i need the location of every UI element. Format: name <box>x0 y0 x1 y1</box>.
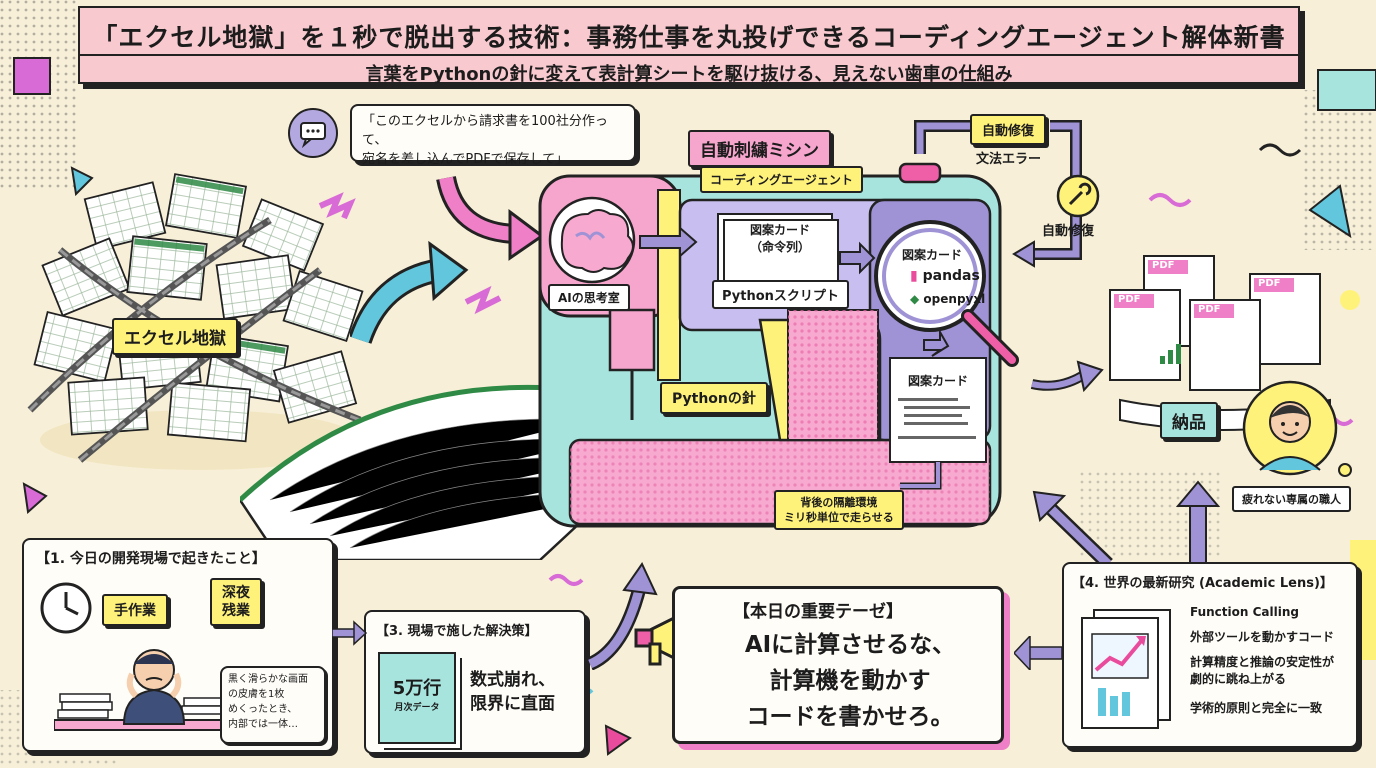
prompt-line-1: 「このエクセルから請求書を100社分作って、 <box>362 114 608 148</box>
late-overtime-line-1: 深夜 <box>222 585 250 601</box>
repair-label: 自動修復 <box>1042 224 1095 239</box>
craftsman-label: 疲れない専属の職人 <box>1232 486 1351 512</box>
prompt-bubble: 「このエクセルから請求書を100社分作って、 宛名を差し込んでPDFで保存して」 <box>350 104 636 167</box>
arrow-prompt-to-machine <box>436 175 545 261</box>
thesis-line-1: AIに計算させるな、 <box>744 632 956 658</box>
pandas-logo: ▮ pandas <box>910 268 980 284</box>
thesis-line-2: 計算機を動かす <box>769 668 931 694</box>
repair-loop <box>914 120 1100 268</box>
avatar <box>1242 380 1338 476</box>
data-stack: 5万行 月次データ <box>378 652 456 744</box>
section-4-heading: 【4. 世界の最新研究 (Academic Lens)】 <box>1072 576 1333 591</box>
bubble-line-4: 内部では一体… <box>228 719 298 730</box>
section-1-panel: 【1. 今日の開発現場で起きたこと】 手作業 深夜 残業 黒く滑らかな画面 の皮… <box>22 538 334 752</box>
repair-tag: 自動修復 <box>970 114 1047 145</box>
section-3-panel: 【3. 現場で施した解決策】 5万行 月次データ 数式崩れ、 限界に直面 <box>364 610 586 754</box>
problem-line-2: 限界に直面 <box>470 694 555 714</box>
pdf-badge-4: PDF <box>1198 304 1221 315</box>
sandbox-line-1: 背後の隔離環境 <box>800 496 878 509</box>
research-item-3-line-2: 劇的に跳ね上がる <box>1190 672 1287 686</box>
machine-title: 自動刺繍ミシン <box>688 130 831 167</box>
thesis-heading: 【本日の重要テーゼ】 <box>733 602 903 622</box>
bubble-line-3: めくったとき、 <box>228 704 298 715</box>
research-item-1: Function Calling <box>1190 605 1299 619</box>
pandas-label: pandas <box>922 268 980 284</box>
command-card-title: 図案カード <box>749 223 810 237</box>
command-card: 図案カード （命令列） <box>724 222 836 256</box>
research-item-3-line-1: 計算精度と推論の安定性が <box>1190 655 1335 669</box>
arrow-research-diag <box>1032 490 1113 570</box>
bubble-line-2: の皮膚を1枚 <box>228 689 285 700</box>
python-needle-label: Pythonの針 <box>660 382 768 414</box>
pdf-badge-3: PDF <box>1118 294 1141 305</box>
title-banner: 「エクセル地獄」を１秒で脱出する技術：事務仕事を丸投げできるコーディングエージェ… <box>78 6 1300 85</box>
section-1-heading: 【1. 今日の開発現場で起きたこと】 <box>36 551 266 567</box>
openpyxl-icon: ◆ <box>910 292 920 306</box>
prompt-line-2: 宛名を差し込んでPDFで保存して」 <box>362 152 569 167</box>
python-script-label: Pythonスクリプト <box>712 280 849 309</box>
syntax-error-label: 文法エラー <box>976 152 1042 167</box>
arrow-section1-to-3 <box>332 620 368 646</box>
command-card-subtitle: （命令列） <box>749 240 810 254</box>
pdf-badge-1: PDF <box>1152 260 1175 271</box>
arrow-hell-to-machine <box>350 240 469 345</box>
rows-caption: 月次データ <box>394 703 440 713</box>
sandbox-line-2: ミリ秒単位で走らせる <box>784 511 894 524</box>
problem-text: 数式崩れ、 限界に直面 <box>470 668 555 716</box>
research-chart-icon <box>1081 609 1171 729</box>
bubble-line-1: 黒く滑らかな画面 <box>228 674 308 685</box>
late-overtime-line-2: 残業 <box>222 603 250 619</box>
page-title: 「エクセル地獄」を１秒で脱出する技術：事務仕事を丸投げできるコーディングエージェ… <box>92 23 1286 52</box>
research-list: Function Calling 外部ツールを動かすコード 計算精度と推論の安定… <box>1190 604 1334 717</box>
research-item-2: 外部ツールを動かすコード <box>1190 630 1335 644</box>
problem-line-1: 数式崩れ、 <box>470 670 556 690</box>
arrow-research-up <box>1175 480 1221 565</box>
sewing-machine <box>240 162 1019 560</box>
arrow-section3-up <box>586 561 658 670</box>
pdf-badge-2: PDF <box>1258 278 1281 289</box>
thesis-line-3: コードを書かせろ。 <box>746 704 954 730</box>
ai-room-label: AIの思考室 <box>548 284 630 311</box>
page-subtitle: 言葉をPythonの針に変えて表計算シートを駆け抜ける、見えない歯車の仕組み <box>365 64 1013 85</box>
machine-subtitle: コーディングエージェント <box>700 166 863 193</box>
arrow-machine-to-delivery <box>1030 360 1104 393</box>
clock-icon <box>40 582 92 634</box>
research-item-4: 学術的原則と完全に一致 <box>1190 701 1323 715</box>
pandas-icon: ▮ <box>910 268 918 284</box>
manual-work-tag: 手作業 <box>102 594 168 626</box>
section-3-heading: 【3. 現場で施した解決策】 <box>376 624 538 639</box>
stressed-worker <box>54 649 234 731</box>
delivery-label: 納品 <box>1160 402 1218 439</box>
pdf-stack <box>1109 255 1331 431</box>
title-divider <box>80 54 1298 56</box>
sandbox-label: 背後の隔離環境 ミリ秒単位で走らせる <box>774 490 904 530</box>
lens-card-title: 図案カード <box>902 248 963 262</box>
section-4-panel: 【4. 世界の最新研究 (Academic Lens)】 Function Ca… <box>1062 562 1358 748</box>
code-card-title: 図案カード <box>908 374 969 388</box>
thesis-panel: 【本日の重要テーゼ】 AIに計算させるな、 計算機を動かす コードを書かせろ。 <box>672 586 1004 744</box>
late-overtime-tag: 深夜 残業 <box>210 578 262 626</box>
thesis-text: AIに計算させるな、 計算機を動かす コードを書かせろ。 <box>705 627 995 735</box>
rows-count: 5万行 <box>392 678 442 699</box>
openpyxl-logo: ◆ openpyxl <box>910 292 985 306</box>
excel-hell-pile <box>27 173 364 470</box>
openpyxl-label: openpyxl <box>923 292 986 306</box>
chat-icon <box>288 108 338 158</box>
section-1-bubble: 黒く滑らかな画面 の皮膚を1枚 めくったとき、 内部では一体… <box>220 666 326 744</box>
arrow-research-to-thesis <box>1014 636 1063 670</box>
excel-hell-label: エクセル地獄 <box>112 318 238 355</box>
